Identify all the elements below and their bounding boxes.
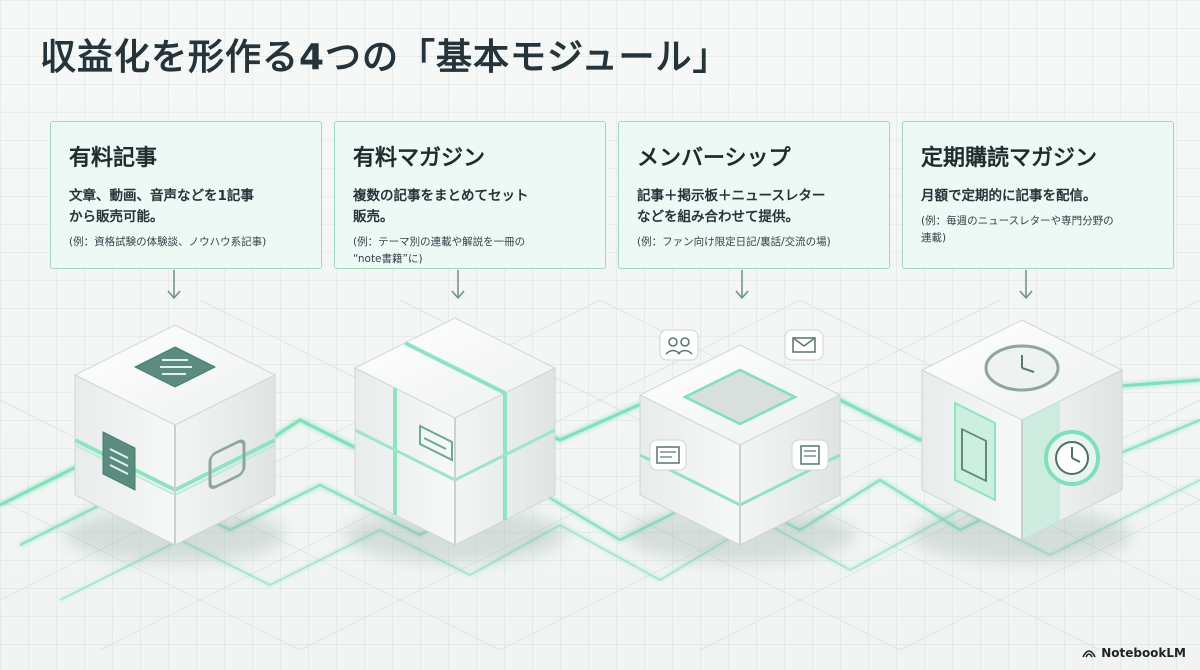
brand-watermark: NotebookLM — [1082, 646, 1186, 660]
example-line: (例：ファン向け限定日記/裏話/交流の場) — [637, 236, 831, 248]
mail-icon — [784, 329, 824, 361]
example-line: (例：テーマ別の連載や解説を一冊の — [353, 236, 526, 248]
newsletter-icon — [791, 439, 829, 471]
board-icon — [649, 439, 687, 471]
desc-line: 販売。 — [353, 209, 394, 225]
module-heading: メンバーシップ — [637, 146, 791, 171]
module-description: 月額で定期的に記事を配信。 — [921, 186, 1157, 207]
module-description: 記事＋掲示板＋ニュースレター などを組み合わせて提供。 — [637, 186, 873, 228]
folder-icon — [419, 424, 453, 462]
module-example: (例：テーマ別の連載や解説を一冊の “note書籍”に) — [353, 234, 589, 268]
notebooklm-logo-icon — [1082, 650, 1096, 658]
down-arrow-icon — [1019, 270, 1033, 300]
module-card-paid-magazine: 有料マガジン 複数の記事をまとめてセット 販売。 (例：テーマ別の連載や解説を一… — [334, 121, 606, 269]
module-cubes-diagram — [0, 300, 1200, 650]
desc-line: 複数の記事をまとめてセット — [353, 188, 529, 204]
cube-paid-magazine — [345, 317, 565, 563]
document-icon — [102, 431, 136, 491]
desc-line: などを組み合わせて提供。 — [637, 209, 799, 225]
module-heading: 有料記事 — [69, 146, 158, 171]
module-heading: 定期購読マガジン — [921, 146, 1098, 171]
module-card-paid-article: 有料記事 文章、動画、音声などを1記事 から販売可能。 (例：資格試験の体験談、… — [50, 121, 322, 269]
module-description: 複数の記事をまとめてセット 販売。 — [353, 186, 589, 228]
cube-membership — [625, 329, 855, 563]
example-line: (例：毎週のニュースレターや専門分野の — [921, 215, 1114, 227]
module-card-membership: メンバーシップ 記事＋掲示板＋ニュースレター などを組み合わせて提供。 (例：フ… — [618, 121, 890, 269]
down-arrow-icon — [451, 270, 465, 300]
module-example: (例：ファン向け限定日記/裏話/交流の場) — [637, 234, 873, 251]
module-example: (例：資格試験の体験談、ノウハウ系記事) — [69, 234, 305, 251]
down-arrow-icon — [735, 270, 749, 300]
cube-paid-article — [65, 324, 285, 563]
page-title: 収益化を形作る4つの「基本モジュール」 — [40, 37, 730, 78]
recurring-clock-icon — [1044, 430, 1100, 486]
module-example: (例：毎週のニュースレターや専門分野の 連載) — [921, 213, 1157, 247]
module-description: 文章、動画、音声などを1記事 から販売可能。 — [69, 186, 305, 228]
brand-name: NotebookLM — [1101, 646, 1186, 660]
desc-line: から販売可能。 — [69, 209, 164, 225]
document-list-icon — [133, 346, 217, 388]
module-heading: 有料マガジン — [353, 146, 486, 171]
example-line: (例：資格試験の体験談、ノウハウ系記事) — [69, 236, 267, 248]
clock-icon — [984, 344, 1060, 392]
desc-line: 月額で定期的に記事を配信。 — [921, 188, 1097, 204]
example-line: “note書籍”に) — [353, 253, 423, 265]
cube-subscription-magazine — [912, 319, 1132, 563]
community-icon — [659, 329, 699, 361]
module-card-subscription-magazine: 定期購読マガジン 月額で定期的に記事を配信。 (例：毎週のニュースレターや専門分… — [902, 121, 1174, 269]
down-arrow-icon — [167, 270, 181, 300]
desc-line: 文章、動画、音声などを1記事 — [69, 188, 254, 204]
example-line: 連載) — [921, 232, 947, 244]
desc-line: 記事＋掲示板＋ニュースレター — [637, 188, 826, 204]
